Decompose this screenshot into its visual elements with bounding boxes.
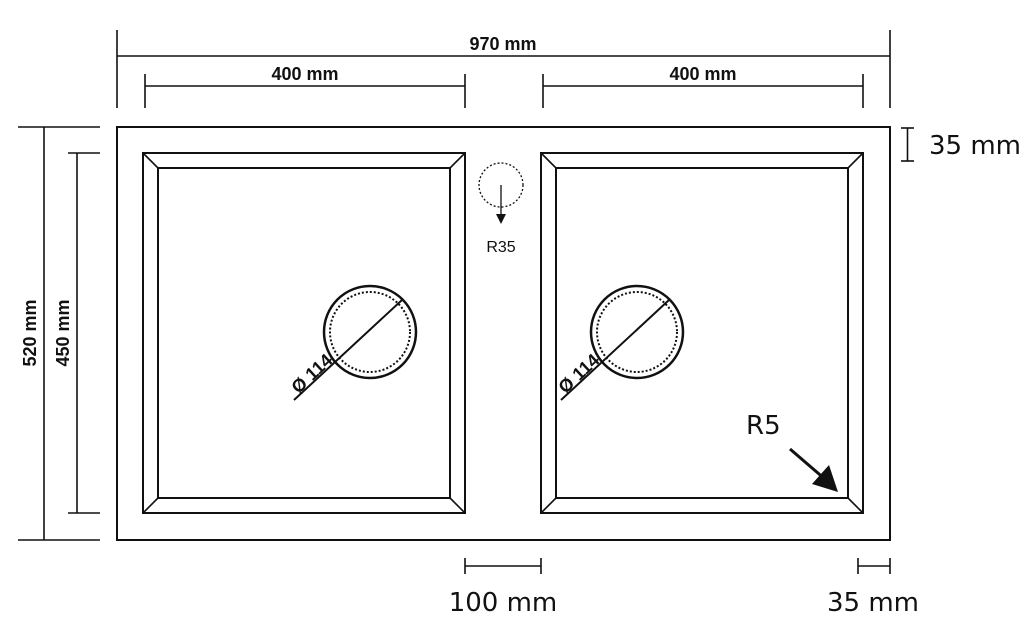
left-bowl <box>142 152 466 514</box>
dim-rim-top-label: 35 mm <box>929 131 1021 161</box>
sink-outline <box>116 126 891 541</box>
right-drain: Ø 114 <box>555 284 685 401</box>
dim-rim-side: 35 mm <box>827 558 919 618</box>
left-drain-diameter-label: Ø 114 <box>288 350 337 397</box>
dim-overall-depth: 520 mm <box>18 126 100 541</box>
dim-left-bowl-width-label: 400 mm <box>271 64 338 84</box>
left-drain: Ø 114 <box>288 284 418 401</box>
dim-overall-depth-label: 520 mm <box>20 299 40 366</box>
right-bowl <box>540 152 864 514</box>
dim-rim-side-label: 35 mm <box>827 588 919 618</box>
corner-radius-arrowhead <box>812 465 838 492</box>
dim-overall-width: 970 mm <box>116 30 891 108</box>
dim-rim-top: 35 mm <box>901 127 1021 162</box>
dim-bowl-depth: 450 mm <box>53 152 100 514</box>
right-drain-diameter-label: Ø 114 <box>555 350 604 397</box>
dim-center-gap: 100 mm <box>449 558 558 618</box>
dim-overall-width-label: 970 mm <box>469 34 536 54</box>
dim-right-bowl-width: 400 mm <box>542 64 864 108</box>
dim-left-bowl-width: 400 mm <box>144 64 466 108</box>
dim-right-bowl-width-label: 400 mm <box>669 64 736 84</box>
dim-bowl-depth-label: 450 mm <box>53 299 73 366</box>
dim-center-gap-label: 100 mm <box>449 588 558 618</box>
tap-hole-radius-label: R35 <box>486 239 515 256</box>
corner-radius-callout: R5 <box>746 411 838 492</box>
corner-radius-label: R5 <box>746 411 781 441</box>
tap-hole: R35 <box>478 162 524 256</box>
